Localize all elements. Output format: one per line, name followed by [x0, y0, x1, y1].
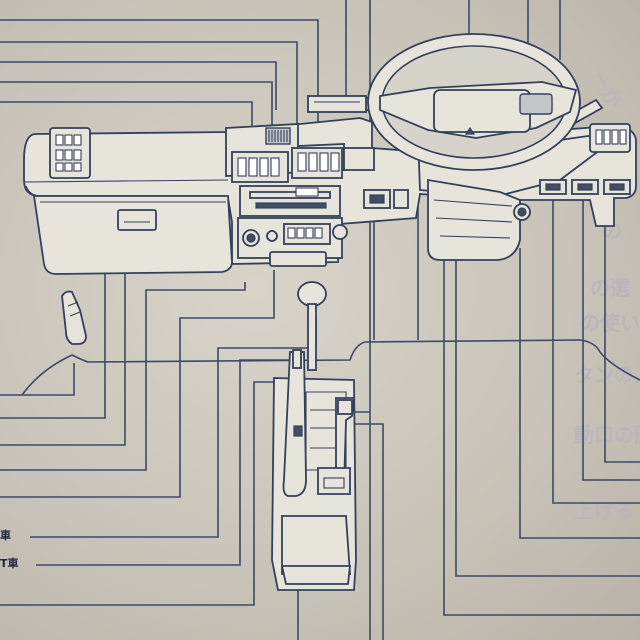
switch-blank	[393, 189, 409, 209]
parking-brake-button	[292, 349, 302, 369]
top-tray	[307, 95, 367, 113]
glovebox-handle	[117, 209, 157, 231]
leader-line-1	[0, 19, 319, 125]
spoke-right-cap	[519, 93, 553, 115]
transfer-lever-knob	[337, 399, 353, 415]
horn-pad	[433, 89, 531, 133]
leader-line-18	[0, 381, 296, 606]
key-fob-seams	[67, 301, 81, 317]
glovebox-panel	[32, 195, 233, 275]
center-vents	[231, 147, 343, 183]
leader-line-27	[582, 192, 640, 481]
switch-right-2-face	[577, 183, 593, 191]
radio-knob-left-center	[246, 233, 256, 243]
parking-brake-grip-mark	[293, 425, 303, 437]
floor-console	[271, 281, 357, 591]
speaker-grille-lines	[268, 130, 288, 142]
switch-right-3-face	[609, 183, 625, 191]
background-bleed-text: ーか の の選 の使い方 タンの入れ 動口の開け 上げる	[574, 66, 640, 524]
ignition-key-fob	[61, 290, 87, 345]
leader-line-24	[455, 200, 640, 577]
lower-storage-tray	[269, 251, 327, 267]
switch-right-1-face	[545, 183, 561, 191]
leader-line-28	[604, 192, 640, 463]
leader-line-14	[0, 282, 246, 471]
label-mt-car-a: 車	[0, 529, 11, 542]
leader-line-13	[0, 265, 126, 446]
switch-hazard-face	[369, 194, 385, 204]
leader-line-3	[0, 61, 277, 110]
lever-base-slot	[323, 477, 345, 489]
lighter-socket	[266, 230, 278, 242]
lever-base-plate	[317, 467, 351, 495]
leader-line-11	[0, 363, 75, 396]
horn-emblem	[464, 126, 476, 135]
heater-slider	[255, 202, 327, 209]
leader-line-23	[443, 168, 640, 616]
ignition-key	[517, 207, 527, 217]
heater-control-panel	[239, 185, 341, 217]
bleed-text-4: の使い方	[580, 311, 640, 335]
leader-line-21	[352, 423, 384, 640]
parking-brake-lever	[282, 351, 307, 497]
bleed-text-6: 動口の開け	[574, 423, 640, 447]
key-fob-body	[61, 290, 87, 345]
floor-outline-line	[21, 339, 640, 396]
steering-cluster	[367, 33, 631, 261]
leader-line-26	[552, 192, 640, 504]
radio-knob-right	[332, 224, 348, 240]
radio-buttons	[287, 227, 323, 239]
leader-line-15	[0, 270, 275, 498]
leader-line-5	[0, 101, 253, 126]
right-vent-grille	[595, 129, 627, 145]
left-vent-grille	[55, 134, 82, 172]
gear-shaft	[307, 303, 317, 371]
leader-line-12	[0, 248, 106, 419]
heater-slider-track	[249, 191, 331, 199]
bleed-text-3: の選	[590, 276, 630, 300]
leader-line-17	[36, 359, 296, 566]
column-seams	[433, 199, 513, 239]
dash-corner	[25, 185, 41, 197]
label-mt-car-b: T車	[0, 557, 19, 570]
leader-line-25	[519, 248, 640, 539]
ashtray-panel	[343, 147, 375, 171]
dash-lower-edge	[23, 179, 229, 183]
console-storage-lid-edge	[280, 565, 352, 585]
gear-knob	[297, 281, 327, 307]
heater-indicator	[295, 187, 319, 197]
